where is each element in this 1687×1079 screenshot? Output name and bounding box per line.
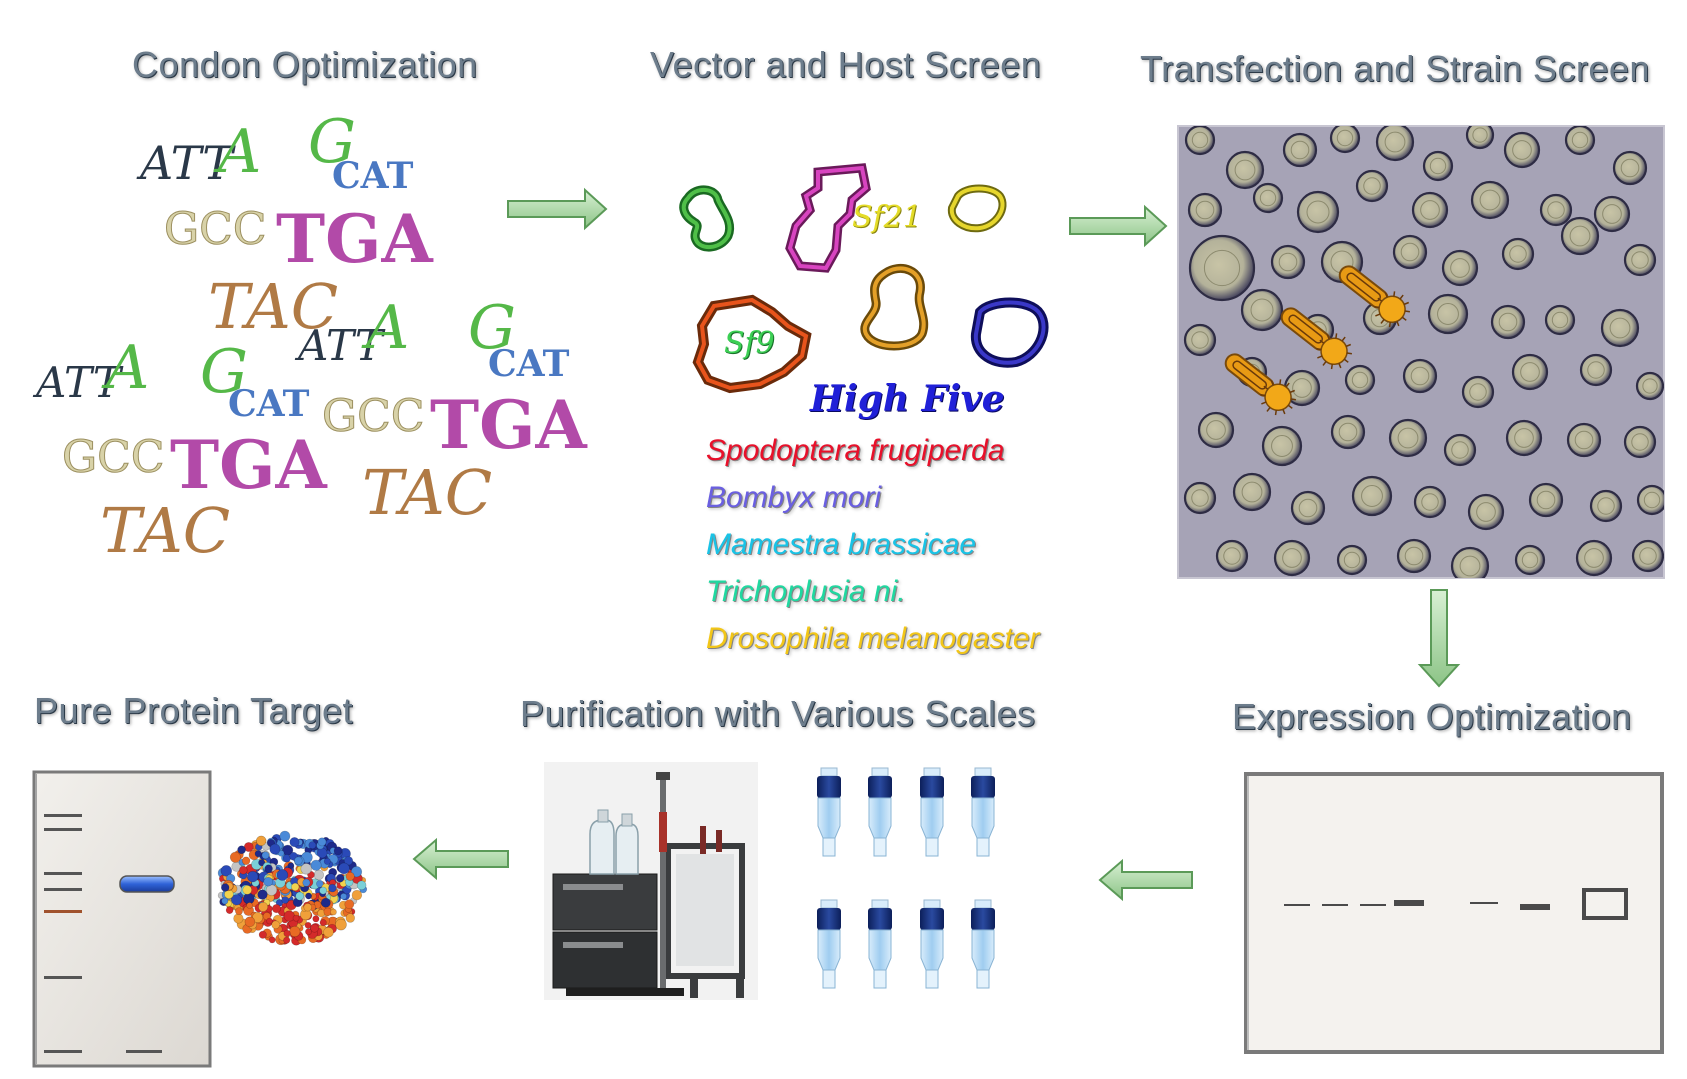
codon-tga: TGA [430,386,587,464]
codon-a: A [218,117,262,187]
stage-title-expression-optimization: Expression Optimization [1232,696,1632,737]
right-arrow-icon [1069,204,1168,248]
ladder-band [44,976,82,979]
codon-cat: CAT [228,383,310,425]
codon-tac: TAC [208,270,339,343]
codon-gcc: GCC [321,391,425,442]
spin-column-icon [817,767,841,857]
codon-gcc: GCC [163,204,267,255]
gel-band [1360,904,1386,906]
codon-tga: TGA [276,200,433,278]
codon-atg: ATT [140,136,233,190]
gel-band [1582,888,1628,920]
plasmid-label-sf21: Sf21 [852,200,922,235]
species-item: Spodoptera frugiperda [706,434,1005,467]
codon-cat: CAT [332,155,414,197]
codon-atg: ATT [298,321,383,370]
ladder-band [44,872,82,875]
gel-band [1322,904,1348,906]
codon-a: A [366,293,410,363]
plasmid-blue [970,297,1049,368]
spin-column-icon [868,899,892,989]
protein-structure-icon [217,830,368,946]
transfection-vector-icon [1224,353,1296,416]
expression-gel [1244,772,1664,1054]
plasmid-magenta [785,163,871,273]
ladder-band [44,828,82,831]
stage-title-vector-host-screen: Vector and Host Screen [650,44,1042,85]
stage-title-transfection-strain-screen: Transfection and Strain Screen [1140,48,1650,89]
plasmid-orange-red [692,294,812,394]
transfection-vector-icon [1338,265,1410,328]
transfection-vector-icon [1280,307,1352,370]
species-item: Mamestra brassicae [706,528,977,561]
ladder-band [44,814,82,817]
ladder-band [44,888,82,891]
stage-title-purification-various-scales: Purification with Various Scales [520,693,1036,734]
spin-column-icon [868,767,892,857]
spin-column-icon [920,899,944,989]
plasmid-yellow [947,184,1007,233]
codon-a: A [106,333,150,403]
gel-band [1284,904,1310,906]
right-arrow-icon [507,187,608,231]
codon-cat: CAT [488,343,570,385]
chromatography-system [544,762,758,1000]
stage-title-pure-protein-target: Pure Protein Target [34,690,354,731]
gel-band [1394,900,1424,906]
down-arrow-icon [1417,589,1461,688]
plasmid-green [679,185,735,252]
codon-gcc: GCC [61,432,165,483]
species-item: Trichoplusia ni. [706,575,906,608]
spin-column-icon [971,767,995,857]
codon-g: G [468,293,516,363]
spin-column-icon [920,767,944,857]
codon-g: G [308,107,356,177]
pure-protein-gel [32,770,212,1068]
gel-band [1470,902,1498,904]
ladder-band [44,1050,82,1053]
left-arrow-icon [412,837,509,881]
plasmid-label-sf9: Sf9 [724,326,775,361]
codon-g: G [200,337,248,407]
codon-atg: ATT [36,358,121,407]
ladder-band [44,910,82,913]
plasmid-orange [860,263,929,351]
codon-tac: TAC [100,494,231,567]
codon-tac: TAC [362,456,493,529]
codon-tga: TGA [170,426,327,504]
stage-title-codon-optimization: Condon Optimization [132,44,478,85]
cell-micrograph [1177,125,1665,579]
spin-column-group [817,767,995,989]
spin-column-icon [971,899,995,989]
host-label-high-five: High Five [810,378,1005,420]
left-arrow-icon [1098,858,1193,902]
species-item: Bombyx mori [706,481,882,514]
spin-column-icon [817,899,841,989]
species-item: Drosophila melanogaster [706,622,1040,655]
gel-band [1520,904,1550,910]
